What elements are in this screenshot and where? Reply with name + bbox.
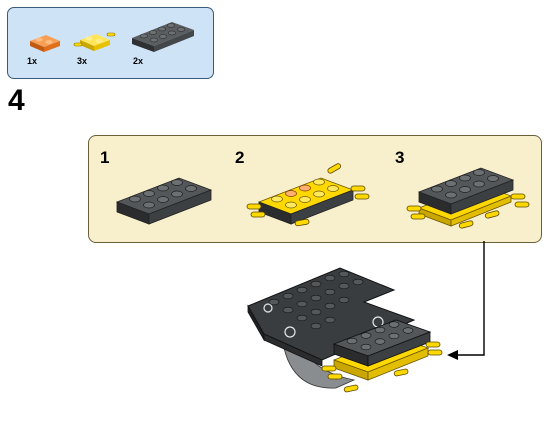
step-number: 4	[8, 84, 25, 117]
substep-number-1: 1	[100, 148, 110, 167]
yellow-clip-count: 3x	[77, 56, 88, 66]
substep-number-3: 3	[395, 148, 405, 167]
substep-1-plate-icon	[115, 177, 213, 225]
orange-plate-icon	[30, 35, 60, 52]
dark-grey-plate-count: 2x	[133, 56, 144, 66]
substep-2-assembly-icon	[246, 163, 370, 227]
main-model-icon	[247, 267, 443, 393]
substep-number-2: 2	[235, 148, 245, 167]
orange-plate-count: 1x	[27, 56, 38, 66]
substep-3-assembly-icon	[406, 167, 530, 229]
dark-grey-plate-icon	[132, 22, 194, 52]
parts-list-callout: 1x 3x 2x	[7, 7, 214, 79]
yellow-clip-plate-icon	[73, 32, 116, 51]
substep-callout: 1 2 3	[88, 135, 542, 243]
